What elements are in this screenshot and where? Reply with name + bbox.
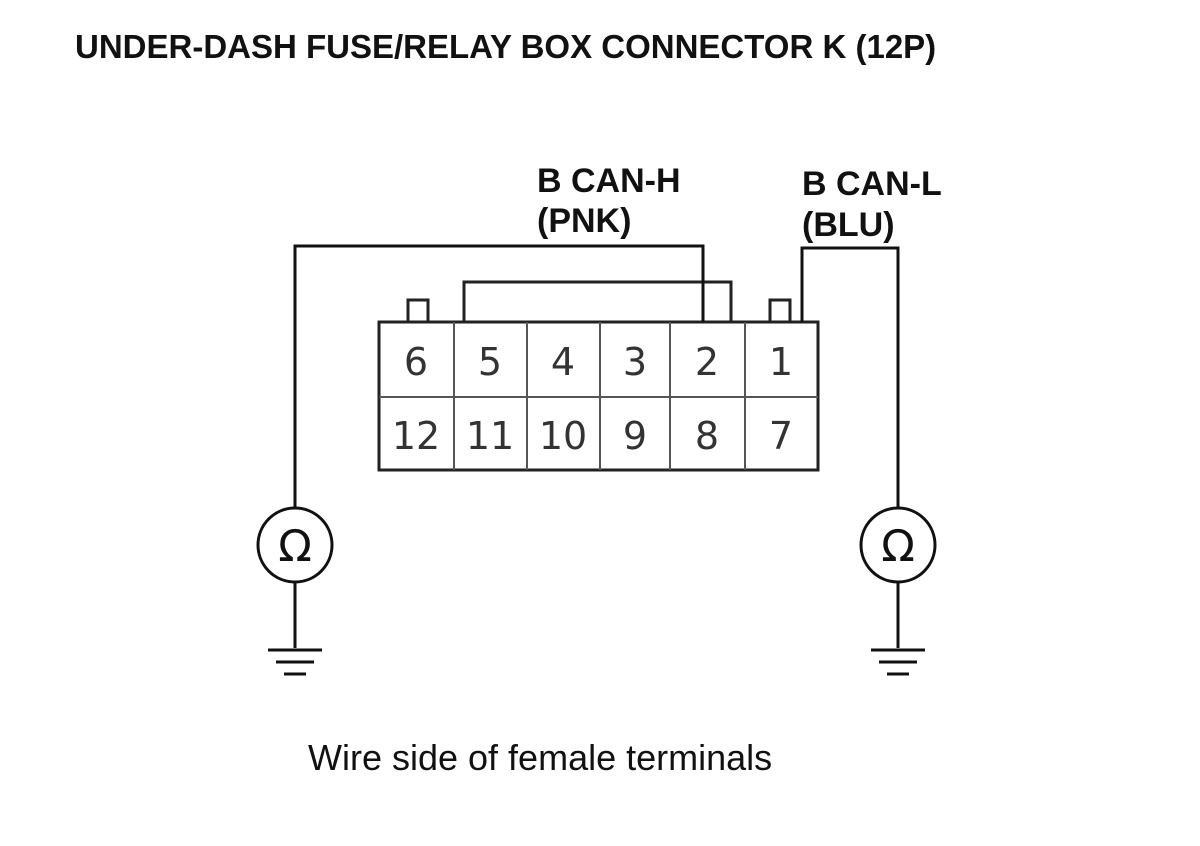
pin-label: 12	[392, 414, 440, 458]
pin-label: 1	[769, 340, 793, 384]
diagram-title: UNDER-DASH FUSE/RELAY BOX CONNECTOR K (1…	[75, 28, 936, 65]
diagram-caption: Wire side of female terminals	[308, 737, 772, 778]
pin-label: 5	[478, 340, 502, 384]
pin-label: 2	[695, 340, 719, 384]
can-l-label: B CAN-L	[802, 165, 942, 203]
ohmmeter-icon: Ω	[256, 506, 334, 584]
pin-row-bottom: 12 11 10 9 8 7	[392, 414, 793, 458]
connector-latch-right	[768, 298, 792, 322]
can-l-color: (BLU)	[802, 206, 895, 244]
ground-icon	[871, 648, 925, 676]
can-h-color: (PNK)	[537, 202, 631, 240]
pin-label: 8	[695, 414, 719, 458]
pin-label: 7	[769, 414, 793, 458]
can-h-wire	[293, 244, 705, 508]
pin-label: 4	[551, 340, 575, 384]
pin-label: 11	[466, 414, 514, 458]
connector-latch-left	[406, 298, 430, 322]
pin-label: 3	[623, 340, 647, 384]
ohmmeter-icon: Ω	[859, 506, 937, 584]
connector-lock-tab	[462, 280, 733, 322]
pin-label: 10	[539, 414, 587, 458]
pin-label: 6	[404, 340, 428, 384]
connector-grid	[379, 322, 818, 470]
ohm-symbol: Ω	[881, 521, 915, 572]
ground-icon	[268, 648, 322, 676]
can-h-label: B CAN-H	[537, 162, 681, 200]
ohm-symbol: Ω	[278, 521, 312, 572]
can-l-wire	[800, 246, 900, 508]
pin-label: 9	[623, 414, 647, 458]
pin-row-top: 6 5 4 3 2 1	[404, 340, 793, 384]
